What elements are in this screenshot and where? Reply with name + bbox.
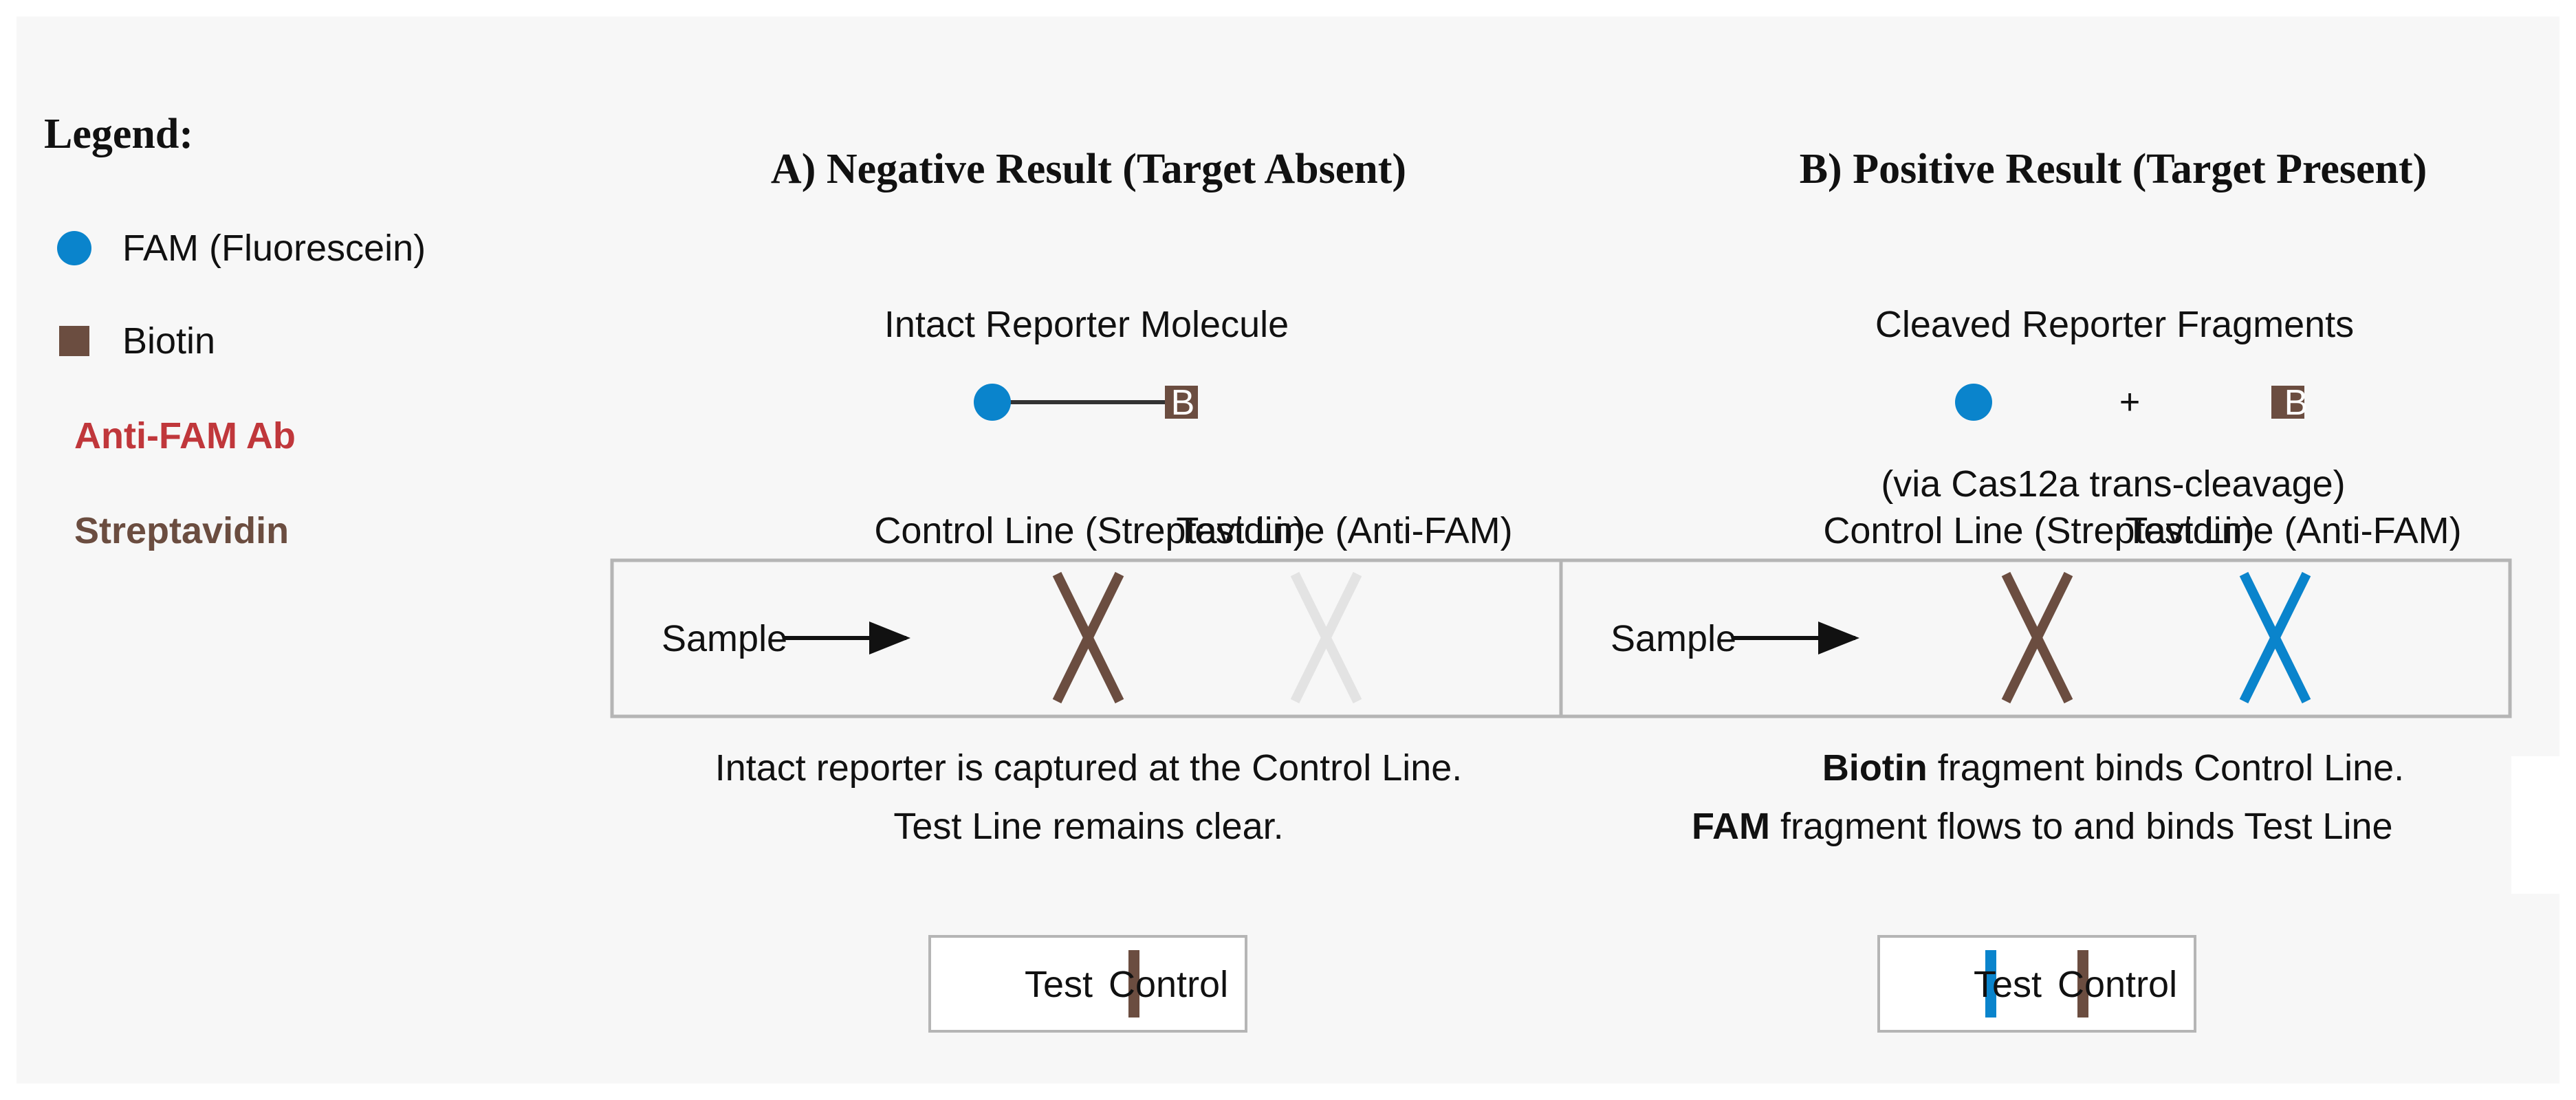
- biotin-reporter-icon: [1165, 386, 1198, 419]
- panel-a-result-window: [928, 935, 1247, 1033]
- panel-a-desc-line2: Test Line remains clear.: [893, 806, 1283, 847]
- panel-b-title: B) Positive Result (Target Present): [1800, 146, 2427, 192]
- panel-b-desc-line1-rest: fragment binds Control Line.: [1928, 747, 2404, 789]
- panel-b-control-line: [2001, 571, 2073, 704]
- panel-a-result-control-band: [1128, 950, 1139, 1018]
- panel-b-sample-label: Sample: [1611, 618, 1736, 659]
- background-panel: [17, 16, 2559, 1084]
- plus-sign: +: [2119, 382, 2140, 422]
- legend: Legend: FAM (Fluorescein) Biotin Anti-FA…: [44, 111, 426, 551]
- panel-b-result-window: [1877, 935, 2196, 1033]
- panel-b-result-test-band: [1985, 950, 1996, 1018]
- panel-b-result-control-label: Control: [2057, 964, 2177, 1005]
- panel-b-test-line-label: Test Line (Anti-FAM): [2125, 510, 2461, 551]
- biotin-fragment-icon: [2271, 386, 2304, 419]
- panel-b-test-line: [2239, 571, 2311, 704]
- biotin-reporter-glyph: B: [1171, 383, 1195, 423]
- biotin-legend-icon: [59, 326, 89, 356]
- fam-legend-label: FAM (Fluorescein): [122, 228, 426, 269]
- panel-b-desc-line2-bold: FAM: [1692, 806, 1770, 847]
- intact-reporter-title: Intact Reporter Molecule: [884, 304, 1289, 345]
- biotin-fragment-glyph: B: [2284, 383, 2308, 423]
- panel-b-desc-line2: FAM fragment flows to and binds Test Lin…: [1692, 806, 2393, 847]
- fam-fragment-icon: [1955, 384, 1992, 421]
- streptavidin-legend-label: Streptavidin: [74, 510, 289, 551]
- panel-a-sample-label: Sample: [662, 618, 787, 659]
- panel-a-test-line-label: Test Line (Anti-FAM): [1176, 510, 1512, 551]
- panel-b-result-test-label: Test: [1974, 964, 2042, 1005]
- panel-b-desc-line1: Biotin fragment binds Control Line.: [1822, 747, 2404, 789]
- panel-b: B) Positive Result (Target Present) Clea…: [1559, 146, 2512, 1033]
- right-edge-mask: [2511, 756, 2576, 894]
- panel-b-result-control-band: [2077, 950, 2088, 1018]
- intact-reporter-molecule: B: [974, 383, 1198, 423]
- panel-a-title: A) Negative Result (Target Absent): [771, 146, 1406, 192]
- panel-a-control-line: [1052, 571, 1124, 704]
- panel-a-result-control-label: Control: [1109, 964, 1228, 1005]
- panel-a-result-test-label: Test: [1025, 964, 1093, 1005]
- biotin-legend-label: Biotin: [122, 320, 215, 362]
- panel-a-result-strip: Test Control: [928, 935, 1247, 1033]
- panel-a: A) Negative Result (Target Absent) Intac…: [610, 146, 1563, 1033]
- legend-title: Legend:: [44, 111, 193, 157]
- cleaved-reporter-title: Cleaved Reporter Fragments: [1875, 304, 2354, 345]
- panel-a-control-line-label: Control Line (Streptavidin): [874, 510, 1305, 551]
- panel-a-desc-line1: Intact reporter is captured at the Contr…: [715, 747, 1463, 789]
- fam-reporter-icon: [974, 384, 1011, 421]
- anti-fam-legend-label: Anti-FAM Ab: [74, 415, 296, 456]
- panel-b-control-line-label: Control Line (Streptavidin): [1823, 510, 2254, 551]
- panel-b-desc-line2-rest: fragment flows to and binds Test Line: [1770, 806, 2393, 847]
- panel-a-test-line: [1290, 571, 1362, 704]
- cleavage-note: (via Cas12a trans-cleavage): [1881, 463, 2345, 505]
- panel-b-desc-line1-bold: Biotin: [1822, 747, 1928, 789]
- cleaved-reporter-fragments: + B: [1955, 382, 2308, 423]
- fam-legend-icon: [57, 231, 91, 265]
- panel-b-result-strip: Test Control: [1877, 935, 2196, 1033]
